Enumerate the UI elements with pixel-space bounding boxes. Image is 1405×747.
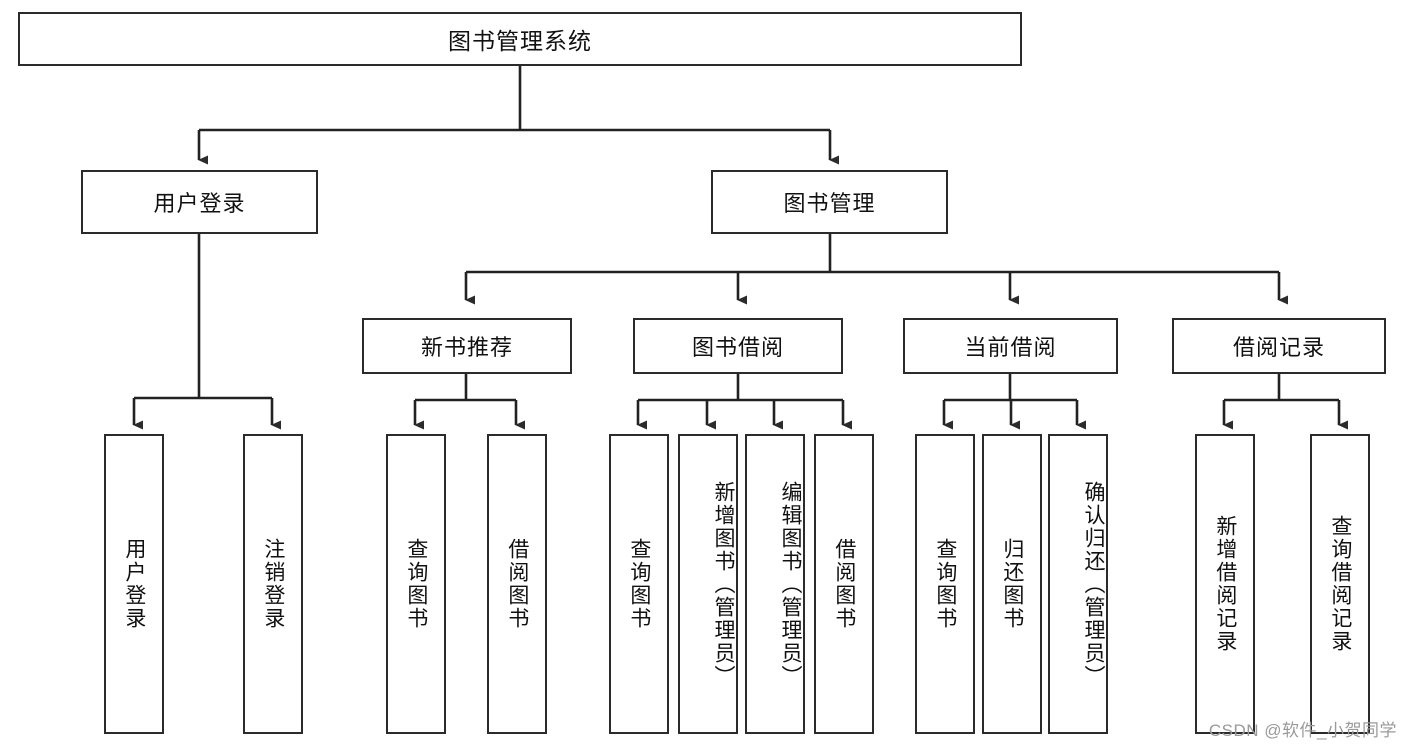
node-user-login[interactable]: 用户登录 <box>81 170 318 234</box>
leaf-query-books-recommendation[interactable]: 查询图书 <box>386 434 446 734</box>
node-label: 图书借阅 <box>691 335 784 360</box>
node-label: 借阅记录 <box>1232 335 1325 360</box>
node-label: 用户登录 <box>153 191 246 216</box>
node-current-borrowing[interactable]: 当前借阅 <box>903 318 1118 374</box>
leaf-label: 查询借阅记录 <box>1328 515 1352 653</box>
leaf-return-books[interactable]: 归还图书 <box>982 434 1042 734</box>
node-root-book-management-system[interactable]: 图书管理系统 <box>18 12 1022 66</box>
leaf-label: 查询图书 <box>933 538 957 630</box>
leaf-logout[interactable]: 注销登录 <box>243 434 303 734</box>
leaf-label: 借阅图书 <box>832 538 856 630</box>
leaf-confirm-return-admin[interactable]: 确认归还（管理员） <box>1048 434 1108 734</box>
leaf-label: 查询图书 <box>627 538 651 630</box>
node-borrow-records[interactable]: 借阅记录 <box>1172 318 1386 374</box>
leaf-label: 新增借阅记录 <box>1213 515 1237 653</box>
leaf-add-borrow-record[interactable]: 新增借阅记录 <box>1195 434 1255 734</box>
leaf-borrow-books-recommendation[interactable]: 借阅图书 <box>487 434 547 734</box>
leaf-query-books-borrowing[interactable]: 查询图书 <box>609 434 669 734</box>
node-book-borrowing[interactable]: 图书借阅 <box>633 318 843 374</box>
leaf-query-books-current[interactable]: 查询图书 <box>915 434 975 734</box>
leaf-label: 确认归还（管理员） <box>1082 480 1105 688</box>
leaf-label: 查询图书 <box>404 538 428 630</box>
leaf-user-login[interactable]: 用户登录 <box>104 434 164 734</box>
leaf-label: 新增图书（管理员） <box>712 480 735 688</box>
leaf-edit-book-admin[interactable]: 编辑图书（管理员） <box>745 434 805 734</box>
leaf-label: 注销登录 <box>261 538 285 630</box>
leaf-add-book-admin[interactable]: 新增图书（管理员） <box>678 434 738 734</box>
leaf-label: 用户登录 <box>122 538 146 630</box>
leaf-query-borrow-record[interactable]: 查询借阅记录 <box>1310 434 1370 734</box>
watermark-text: CSDN @软件_小贺同学 <box>1208 721 1397 740</box>
leaf-label: 借阅图书 <box>505 538 529 630</box>
node-new-book-recommendation[interactable]: 新书推荐 <box>362 318 572 374</box>
leaf-label: 归还图书 <box>1000 538 1024 630</box>
node-label: 图书管理 <box>783 191 876 216</box>
leaf-label: 编辑图书（管理员） <box>779 480 802 688</box>
leaf-borrow-books-borrowing[interactable]: 借阅图书 <box>814 434 874 734</box>
node-label: 图书管理系统 <box>448 28 592 54</box>
node-label: 当前借阅 <box>964 335 1057 360</box>
node-book-management[interactable]: 图书管理 <box>711 170 948 234</box>
node-label: 新书推荐 <box>420 335 513 360</box>
